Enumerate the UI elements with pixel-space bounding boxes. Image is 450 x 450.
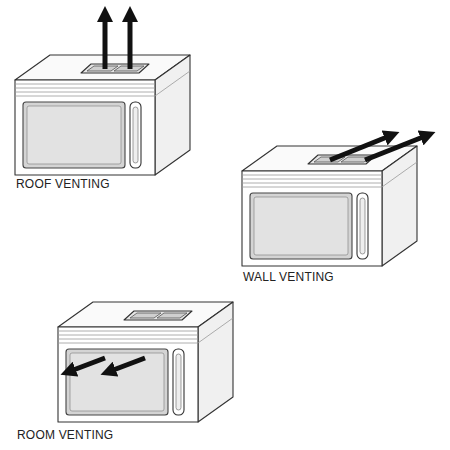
view-label: WALL VENTING bbox=[243, 270, 334, 284]
airflow-arrows bbox=[330, 135, 428, 160]
airflow-arrows bbox=[68, 358, 145, 372]
view-label: ROOF VENTING bbox=[16, 177, 110, 191]
view-label: ROOM VENTING bbox=[17, 428, 113, 442]
airflow-arrows bbox=[105, 14, 130, 69]
